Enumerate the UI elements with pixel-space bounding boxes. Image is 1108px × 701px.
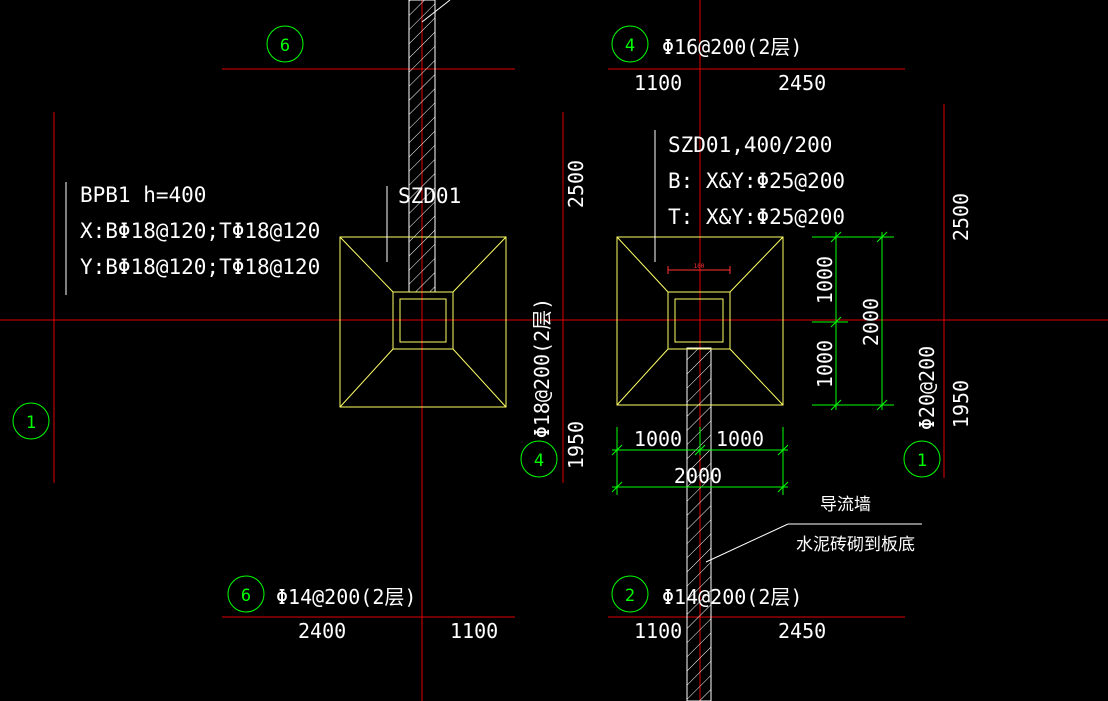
bottom-dim-2400: 2400 (298, 619, 346, 643)
bottom-dim-1100-left: 1100 (450, 619, 498, 643)
right-dim-2500: 2500 (949, 193, 973, 241)
axis-bubbles: 6 4 1 4 1 6 2 (12, 25, 941, 613)
top-right-rebar-label: Φ16@200(2层) (662, 35, 802, 59)
dim-vertical-2000: 2000 (859, 298, 883, 346)
axis-bubble-6-top: 6 (280, 36, 290, 56)
axis-bubble-4-top: 4 (625, 36, 635, 56)
dim-vertical-1000-top: 1000 (813, 256, 837, 304)
bpb-y-rebar: Y:BΦ18@120;TΦ18@120 (80, 255, 320, 279)
mid-rebar-vertical: Φ18@200(2层) (530, 298, 554, 438)
bpb-x-rebar: X:BΦ18@120;TΦ18@120 (80, 219, 320, 243)
pile-cap-left (339, 236, 507, 408)
szd-spec-label: SZD01,400/200 (668, 133, 832, 157)
top-dim-2450: 2450 (778, 71, 826, 95)
szd-b-rebar: B: X&Y:Φ25@200 (668, 169, 845, 193)
axis-bubble-4-mid: 4 (534, 451, 544, 471)
wall-title: 导流墙 (820, 495, 871, 515)
dim-horizontal-1000-right: 1000 (716, 427, 764, 451)
dim-horizontal-2000: 2000 (674, 464, 722, 488)
bpb-title: BPB1 h=400 (80, 183, 206, 207)
axis-bubble-2-bottom: 2 (625, 586, 635, 606)
pile-cap-right (616, 236, 784, 406)
axis-bubble-1-left: 1 (26, 413, 36, 433)
right-dim-1950: 1950 (949, 380, 973, 428)
top-dim-1100: 1100 (634, 71, 682, 95)
mid-dim-1950: 1950 (564, 421, 588, 469)
right-rebar-vertical: Φ20@200 (915, 346, 939, 430)
szd01-left-label: SZD01 (398, 184, 461, 208)
axis-bubble-1-right: 1 (917, 451, 927, 471)
leader-lines (65, 0, 922, 563)
bottom-right-rebar-label: Φ14@200(2层) (662, 585, 802, 609)
bottom-dim-1100-right: 1100 (634, 619, 682, 643)
wall-note: 水泥砖砌到板底 (796, 535, 915, 555)
mid-dim-2500: 2500 (564, 160, 588, 208)
bottom-left-rebar-label: Φ14@200(2层) (276, 585, 416, 609)
small-dim-100: 100 (694, 263, 705, 270)
annotations: Φ16@200(2层) 1100 2450 BPB1 h=400 X:BΦ18@… (80, 35, 973, 643)
dim-vertical-1000-bottom: 1000 (813, 340, 837, 388)
dimension-lines (611, 231, 894, 495)
axis-bubble-6-bottom: 6 (241, 586, 251, 606)
bottom-dim-2450: 2450 (778, 619, 826, 643)
szd-t-rebar: T: X&Y:Φ25@200 (668, 205, 845, 229)
dim-horizontal-1000-left: 1000 (634, 427, 682, 451)
